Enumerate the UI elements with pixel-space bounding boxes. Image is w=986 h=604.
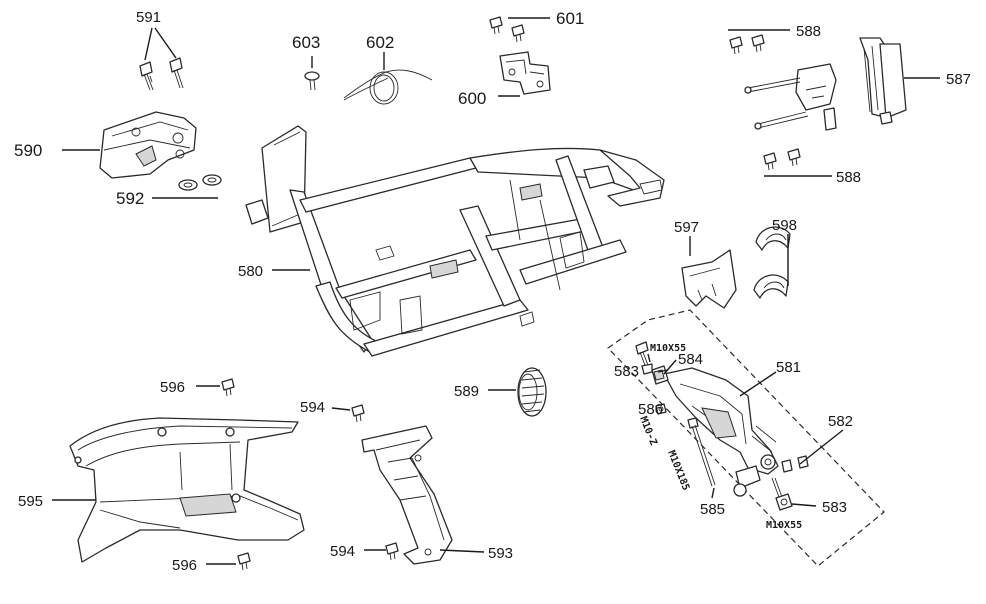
label-600: 600: [458, 89, 486, 108]
label-583-top: 583: [614, 363, 639, 380]
label-601: 601: [556, 9, 584, 28]
label-594-top: 594: [300, 399, 325, 416]
nut-586: [655, 403, 667, 415]
label-581: 581: [776, 359, 801, 376]
label-591: 591: [136, 9, 161, 26]
bolt-583-top: [635, 341, 653, 375]
bushing-584: [651, 365, 669, 385]
label-595: 595: [18, 493, 43, 510]
label-588-bottom: 588: [836, 169, 861, 186]
label-603: 603: [292, 33, 320, 52]
rubber-washers-592: [178, 174, 222, 191]
label-580: 580: [238, 263, 263, 280]
label-590: 590: [14, 141, 42, 160]
label-586: 586: [638, 401, 663, 418]
ring-gasket-589: [517, 367, 547, 417]
spec-m10x55-bottom: M10X55: [766, 520, 802, 531]
floor-panel-595: [69, 417, 305, 563]
long-bolt-585: [687, 417, 716, 487]
label-602: 602: [366, 33, 394, 52]
main-frame-part: [245, 125, 665, 357]
cover-plate-597: [681, 249, 737, 309]
clips-582: [781, 455, 809, 473]
rear-carrier-bracket-587: [744, 37, 907, 131]
label-597: 597: [674, 219, 699, 236]
rubber-clamps-598: [753, 226, 791, 299]
label-593: 593: [488, 545, 513, 562]
spec-m10x55-top: M10X55: [650, 343, 686, 354]
screws-588-top: [729, 34, 765, 55]
label-588-top: 588: [796, 23, 821, 40]
cable-602: [343, 69, 433, 105]
label-598: 598: [772, 217, 797, 234]
spec-m10x185: M10X185: [665, 449, 691, 492]
label-583-bottom: 583: [822, 499, 847, 516]
label-592: 592: [116, 189, 144, 208]
screws-601: [489, 16, 525, 43]
label-596-bottom: 596: [172, 557, 197, 574]
label-585: 585: [700, 501, 725, 518]
label-587: 587: [946, 71, 971, 88]
bolt-pair-591: [139, 57, 184, 91]
mounting-bracket-600: [499, 51, 551, 95]
support-bracket-593: [361, 425, 453, 565]
swing-arm-assembly-box: [607, 309, 885, 567]
screw-603: [304, 71, 320, 91]
screw-596-bottom: [237, 552, 251, 571]
screw-594-bottom: [385, 542, 399, 561]
label-582: 582: [828, 413, 853, 430]
screws-588-bottom: [763, 148, 801, 171]
swing-arm-part-581: [663, 367, 779, 497]
screw-596-top: [221, 378, 235, 397]
bolt-583-bottom: [771, 477, 793, 511]
label-596-top: 596: [160, 379, 185, 396]
label-594-bottom: 594: [330, 543, 355, 560]
part-number-labels: 591 590 592 603 602 601 600 588 587 588 …: [14, 9, 971, 574]
leader-lines: [52, 17, 940, 565]
label-589: 589: [454, 383, 479, 400]
engine-hanger-bracket-part: [99, 111, 197, 179]
label-584: 584: [678, 351, 703, 368]
screw-594-top: [351, 404, 365, 423]
spec-m10-z: M10-Z: [637, 415, 658, 447]
